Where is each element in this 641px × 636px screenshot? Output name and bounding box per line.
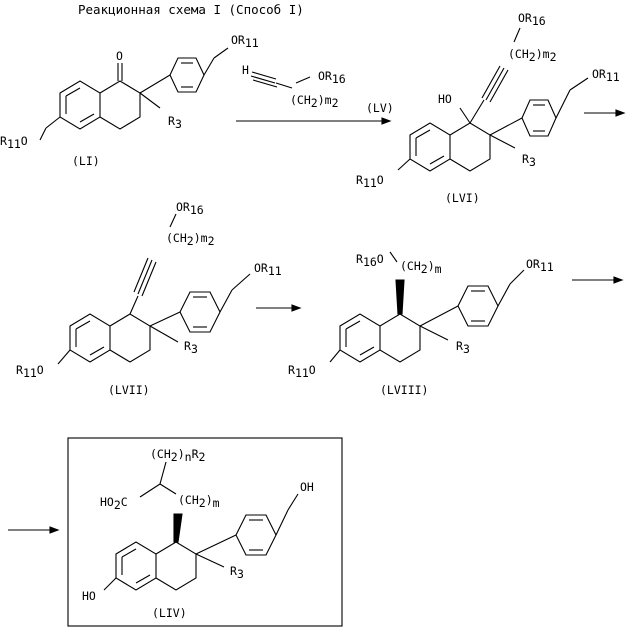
compound-label-LIV: (LIV)	[152, 606, 187, 620]
reaction-arrow	[584, 110, 624, 116]
hydroxyl-label: HO	[438, 92, 452, 106]
r3-label: R3	[184, 339, 198, 356]
reaction-arrow	[256, 305, 300, 311]
compound-label-LVI: (LVI)	[445, 191, 480, 205]
hydrogen-label: H	[242, 63, 249, 77]
compound-LVIII: (CH2)m R16O OR11 R3 R11O (LVIII)	[288, 252, 554, 397]
phenol-oh-label: OH	[300, 480, 314, 494]
stereo-wedge	[174, 514, 182, 542]
stereo-wedge	[396, 280, 404, 314]
acid-label: HO2C	[100, 495, 128, 512]
compound-label-LI: (LI)	[72, 154, 100, 168]
compound-label-LVII: (LVII)	[108, 383, 150, 397]
ch2-m2-label: (CH2)m2	[166, 231, 215, 248]
r16o-label: R16O	[356, 252, 384, 269]
compound-label-LVIII: (LVIII)	[380, 383, 428, 397]
reaction-arrow	[8, 527, 58, 533]
carbonyl-oxygen: O	[116, 49, 123, 63]
or11-label: OR11	[526, 257, 554, 274]
scheme-title: Реакционная схема I (Способ I)	[78, 2, 304, 17]
phenyl-ring	[180, 292, 220, 332]
ch2-m2-label: (CH2)m2	[290, 93, 339, 110]
r11o-label: R11O	[288, 363, 316, 380]
ch2-n-r2-label: (CH2)nR2	[150, 447, 205, 464]
ch2-m2-label: (CH2)m2	[508, 47, 557, 64]
or11-label: OR11	[592, 67, 620, 84]
r3-label: R3	[522, 152, 536, 169]
compound-LI: O OR11 R3 R11O (LI)	[0, 33, 259, 168]
phenyl-ring	[236, 515, 276, 555]
r3-label: R3	[456, 339, 470, 356]
or16-label: OR16	[318, 69, 346, 86]
or11-label: OR11	[254, 261, 282, 278]
reaction-arrow	[236, 118, 390, 124]
r3-label: R3	[168, 114, 182, 131]
compound-label-LV: (LV)	[366, 101, 394, 115]
ch2-m-label: (CH2)m	[178, 493, 220, 510]
r11o-label: R11O	[16, 363, 44, 380]
or16-label: OR16	[176, 200, 204, 217]
hydroxyl-label: HO	[82, 589, 96, 603]
or16-label: OR16	[518, 11, 546, 28]
ch2-m-label: (CH2)m	[400, 259, 442, 276]
or11-label: OR11	[231, 33, 259, 50]
reaction-arrow	[572, 277, 622, 283]
r11o-label: R11O	[356, 173, 384, 190]
phenyl-ring	[458, 286, 498, 326]
compound-LVII: (CH2)m2 OR16 OR11 R3 R11O (LVII)	[16, 200, 282, 397]
compound-LIV: (CH2)m (CH2)nR2 HO2C OH R3 HO (LIV)	[68, 438, 342, 626]
product-box	[68, 438, 342, 626]
compound-LVI: HO (CH2)m2 OR16 OR11 R3 R11O (LVI)	[356, 11, 620, 205]
r3-label: R3	[230, 564, 244, 581]
reagent-LV: H OR16 (CH2)m2 (LV)	[242, 63, 394, 115]
r11o-label: R11O	[0, 134, 28, 151]
